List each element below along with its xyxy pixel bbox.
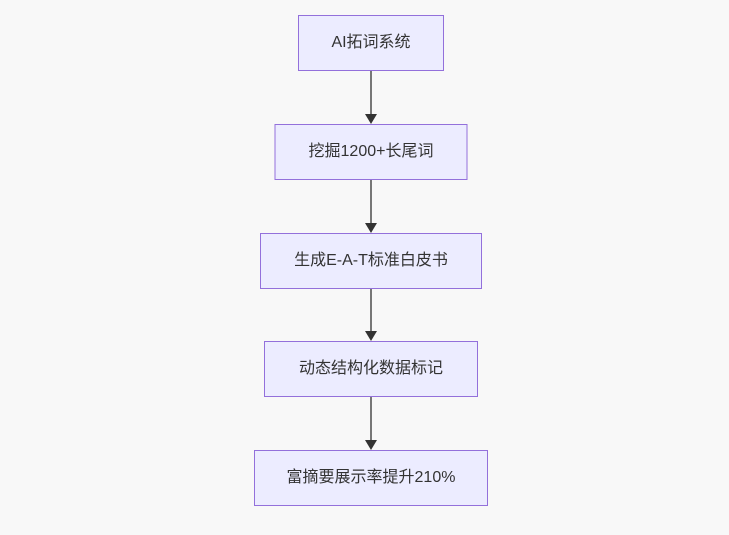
node-label: 生成E-A-T标准白皮书 bbox=[294, 252, 448, 269]
node-label: 富摘要展示率提升210% bbox=[286, 469, 456, 486]
arrow-line bbox=[370, 180, 372, 223]
arrow-line bbox=[370, 397, 372, 440]
node-label: 动态结构化数据标记 bbox=[298, 360, 443, 377]
flow-edge-3 bbox=[365, 289, 377, 341]
node-label: 挖掘1200+长尾词 bbox=[308, 143, 434, 160]
flow-node-ai-expansion-system: AI拓词系统 bbox=[298, 15, 444, 71]
flow-edge-2 bbox=[365, 180, 377, 233]
flow-edge-1 bbox=[365, 71, 377, 124]
arrow-down-icon bbox=[365, 223, 377, 233]
arrow-line bbox=[370, 289, 372, 331]
flow-node-rich-snippet-rate: 富摘要展示率提升210% bbox=[254, 450, 488, 506]
flow-node-longtail-keywords: 挖掘1200+长尾词 bbox=[274, 124, 468, 180]
flow-edge-4 bbox=[365, 397, 377, 450]
arrow-line bbox=[370, 71, 372, 114]
node-label: AI拓词系统 bbox=[331, 34, 411, 51]
flow-node-eat-whitepaper: 生成E-A-T标准白皮书 bbox=[260, 233, 482, 289]
flow-node-structured-data-markup: 动态结构化数据标记 bbox=[264, 341, 478, 397]
arrow-down-icon bbox=[365, 440, 377, 450]
arrow-down-icon bbox=[365, 114, 377, 124]
arrow-down-icon bbox=[365, 331, 377, 341]
